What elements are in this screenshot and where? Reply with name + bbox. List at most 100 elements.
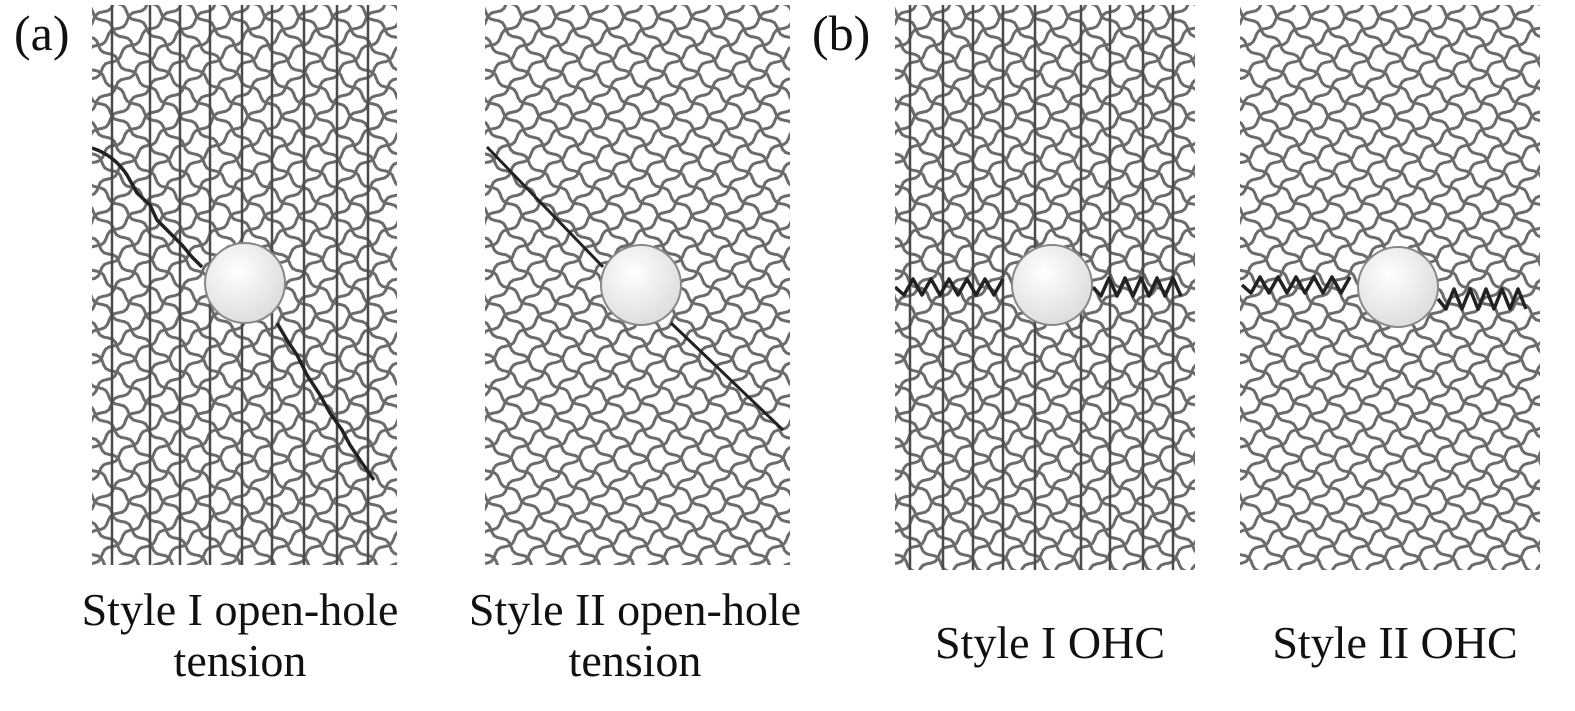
fiber-bundle bbox=[485, 108, 790, 365]
caption-s4: Style II OHC bbox=[1240, 617, 1550, 669]
fiber-bundle bbox=[1240, 405, 1431, 570]
fiber-bundle bbox=[1240, 310, 1540, 565]
panel-label-a: (a) bbox=[14, 5, 70, 61]
fiber-bundle bbox=[252, 5, 397, 124]
fiber-bundle bbox=[1240, 236, 1540, 491]
fiber-bundle bbox=[1021, 5, 1195, 154]
fiber-bundle bbox=[952, 363, 1195, 570]
fiber-bundle bbox=[577, 5, 790, 187]
specimen-style-i-open-hole-tension bbox=[92, 5, 397, 565]
fiber-bundle bbox=[895, 68, 1195, 323]
fiber-bundle bbox=[895, 26, 1195, 281]
fiber-bundle bbox=[485, 293, 790, 556]
fiber-bundle bbox=[918, 340, 1195, 570]
fiber-bundle bbox=[1240, 436, 1397, 570]
specimen-style-ii-ohc bbox=[1240, 5, 1540, 570]
fiber-bundle bbox=[92, 245, 397, 512]
fiber-bundle bbox=[1240, 5, 1501, 226]
fiber-bundle bbox=[611, 5, 790, 156]
fiber-bundle bbox=[1240, 5, 1365, 112]
fiber-bundle bbox=[895, 5, 1190, 249]
fiber-bundle bbox=[1240, 26, 1540, 281]
fiber-bundle bbox=[92, 405, 277, 565]
fiber-bundle bbox=[1240, 352, 1499, 570]
fiber-bundle bbox=[485, 308, 790, 565]
fiber-bundle bbox=[1088, 479, 1195, 570]
fiber-bundle bbox=[1240, 382, 1465, 570]
fiber-bundle bbox=[1468, 5, 1540, 69]
fiber-bundle bbox=[895, 5, 1088, 165]
caption-s1-line2: tension bbox=[173, 634, 307, 686]
fiber-bundle bbox=[92, 492, 175, 565]
fiber-bundle bbox=[1434, 5, 1540, 91]
fiber-bundle bbox=[92, 382, 311, 565]
fiber-bundle bbox=[485, 382, 704, 565]
fiber-bundle bbox=[152, 361, 397, 565]
crack-path bbox=[1240, 275, 1528, 311]
fiber-bundle bbox=[485, 219, 790, 481]
fiber-bundle bbox=[322, 507, 397, 565]
spec-s2-drawing bbox=[485, 5, 790, 565]
fiber-bundle bbox=[92, 77, 397, 335]
fiber-bundle bbox=[92, 206, 397, 472]
fiber-bundle bbox=[92, 5, 387, 249]
fiber-bundle bbox=[184, 5, 397, 187]
fiber-bundle bbox=[895, 382, 1120, 570]
fiber-bundle bbox=[543, 5, 790, 210]
fiber-bundle bbox=[92, 219, 397, 481]
fiber-bundle bbox=[485, 245, 790, 512]
fiber-bundle bbox=[92, 5, 285, 165]
fiber-bundle bbox=[1240, 468, 1363, 570]
fiber-bundle bbox=[485, 277, 790, 534]
fiber-bundle bbox=[220, 418, 397, 565]
fiber-bundle bbox=[92, 68, 397, 324]
fiber-bundle bbox=[485, 405, 670, 565]
fiber-bundle bbox=[1240, 226, 1540, 481]
fiber-bundle bbox=[92, 36, 397, 300]
fiber-bundle bbox=[1123, 5, 1195, 69]
fiber-bundle bbox=[1240, 5, 1467, 197]
fiber-bundle bbox=[1297, 363, 1540, 570]
caption-s3: Style I OHC bbox=[900, 617, 1200, 669]
fiber-bundle bbox=[895, 6, 1195, 268]
fiber-bundle bbox=[895, 468, 1018, 570]
caption-s3-line1: Style I OHC bbox=[935, 617, 1165, 668]
fiber-bundle bbox=[715, 507, 790, 565]
fiber-bundle bbox=[895, 110, 1195, 365]
fiber-bundle bbox=[1240, 5, 1331, 81]
caption-s2-line1: Style II open-hole bbox=[468, 584, 802, 635]
fiber-bundle bbox=[1263, 340, 1540, 570]
fiber-bundle bbox=[116, 5, 397, 240]
fiber-bundle bbox=[485, 468, 602, 565]
spec-s1-drawing bbox=[92, 5, 397, 565]
fiber-bundle bbox=[485, 5, 509, 565]
fiber-bundle bbox=[895, 206, 1195, 467]
fiber-bundle bbox=[1264, 5, 1540, 239]
fiber-bundle bbox=[1331, 394, 1540, 570]
crack-path bbox=[895, 276, 1183, 298]
fiber-bundle bbox=[1054, 450, 1195, 570]
fiber-bundle bbox=[92, 308, 397, 565]
fiber-bundle bbox=[895, 278, 1195, 534]
specimen-style-i-ohc bbox=[895, 5, 1195, 570]
fiber-bundle bbox=[485, 236, 790, 498]
fiber-bundle bbox=[485, 45, 790, 312]
fiber-bundle bbox=[92, 352, 345, 565]
fiber-bundle bbox=[92, 268, 397, 524]
crack-path bbox=[485, 145, 785, 432]
fiber-bundle bbox=[485, 5, 746, 226]
fiber-bundle bbox=[485, 5, 780, 249]
fiber-bundle bbox=[895, 95, 1195, 354]
fiber-bundle bbox=[1240, 36, 1540, 291]
fiber-bundle bbox=[1240, 320, 1533, 570]
fiber-bundle bbox=[485, 5, 712, 197]
fiber-bundle bbox=[485, 492, 568, 565]
fiber-bundle bbox=[1240, 110, 1540, 365]
open-hole bbox=[1011, 244, 1093, 326]
specimen-style-ii-open-hole-tension bbox=[485, 5, 790, 565]
fiber-bundle bbox=[953, 5, 1195, 207]
fiber-bundle bbox=[895, 36, 1195, 291]
fiber-bundle bbox=[895, 78, 1195, 335]
fiber-bundle bbox=[895, 5, 1020, 112]
fiber-bundle bbox=[485, 36, 790, 300]
